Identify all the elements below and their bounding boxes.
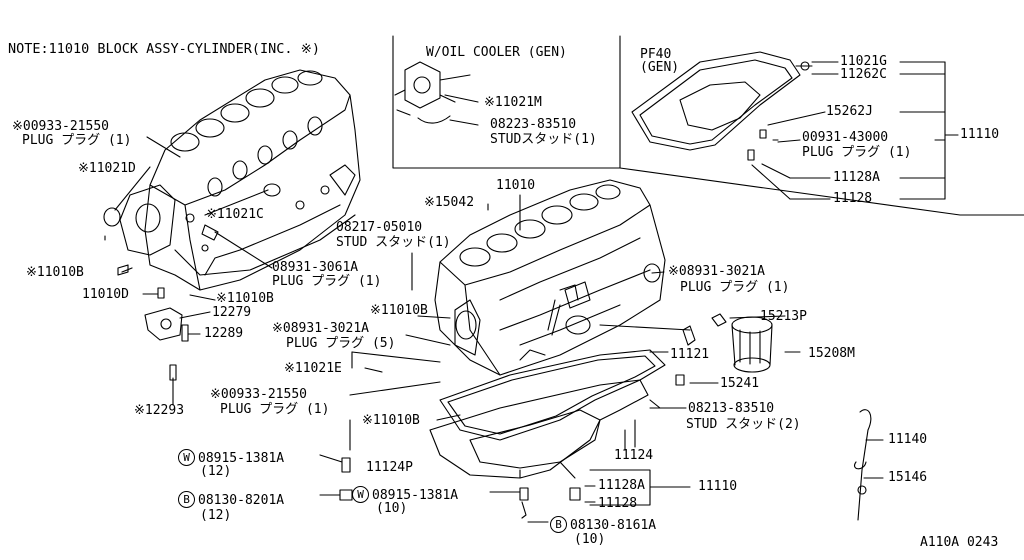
part-label: 08915-1381A bbox=[198, 451, 285, 466]
part-label: 08223-83510 bbox=[490, 117, 577, 132]
part-label: 11124 bbox=[614, 448, 654, 463]
part-desc: STUD スタッド(2) bbox=[686, 417, 801, 432]
oil-cooler-inset-frame bbox=[392, 35, 1024, 216]
part-label: 11110 bbox=[960, 127, 1000, 142]
part-label: ※11021M bbox=[484, 95, 542, 110]
note-text: NOTE:11010 BLOCK ASSY-CYLINDER(INC. ※) bbox=[8, 41, 321, 57]
part-desc: PLUG プラグ (1) bbox=[22, 133, 132, 148]
part-label: ※11021D bbox=[78, 161, 136, 176]
part-qty: (10) bbox=[376, 501, 408, 516]
part-label: 11021G bbox=[840, 54, 887, 69]
part-desc: STUDスタッド(1) bbox=[490, 132, 597, 147]
part-label: 08130-8201A bbox=[198, 493, 285, 508]
part-label: 08130-8161A bbox=[570, 518, 657, 533]
part-label: ※11010B bbox=[362, 413, 420, 428]
pan-variant-gen: (GEN) bbox=[640, 60, 680, 75]
bottom-fasteners bbox=[319, 429, 691, 523]
top-right-leader-lines bbox=[751, 61, 959, 200]
part-desc: PLUG プラグ (1) bbox=[272, 274, 382, 289]
part-label: 08213-83510 bbox=[688, 401, 775, 416]
pan-variant-pf40: PF40 bbox=[640, 47, 672, 62]
part-label: 08217-05010 bbox=[336, 220, 423, 235]
part-label: ※11021E bbox=[284, 361, 342, 376]
part-label: ※00933-21550 bbox=[210, 387, 307, 402]
part-label: 00931-43000 bbox=[802, 130, 889, 145]
part-label: 15213P bbox=[760, 309, 807, 324]
left-small-parts bbox=[117, 224, 219, 381]
part-label: 08931-3061A bbox=[272, 260, 359, 275]
pf40-oil-pan-drawing bbox=[631, 51, 813, 161]
bolt-b-mark: B bbox=[550, 516, 567, 533]
part-desc: PLUG プラグ (1) bbox=[680, 280, 790, 295]
main-oil-pan-drawing bbox=[429, 349, 666, 479]
part-label: 11124P bbox=[366, 460, 413, 475]
part-label: 11262C bbox=[840, 67, 887, 82]
part-desc: PLUG プラグ (1) bbox=[802, 145, 912, 160]
part-desc: STUD スタッド(1) bbox=[336, 235, 451, 250]
part-label: 11128 bbox=[833, 191, 873, 206]
washer-w-mark: W bbox=[178, 449, 195, 466]
washer-w-mark: W bbox=[352, 486, 369, 503]
bolt-b-mark: B bbox=[178, 491, 195, 508]
diagram-code: A110A 0243 bbox=[920, 535, 999, 550]
part-label: 11140 bbox=[888, 432, 928, 447]
part-label: 12279 bbox=[212, 305, 252, 320]
part-label: ※08931-3021A bbox=[668, 264, 765, 279]
part-label: ※12293 bbox=[134, 403, 185, 418]
part-desc: PLUG プラグ (1) bbox=[220, 402, 330, 417]
part-label: ※00933-21550 bbox=[12, 119, 109, 134]
part-label: 11010D bbox=[82, 287, 129, 302]
part-qty: (12) bbox=[200, 464, 232, 479]
part-label: 11121 bbox=[670, 347, 710, 362]
part-qty: (10) bbox=[574, 532, 606, 547]
part-label: 15262J bbox=[826, 104, 873, 119]
part-label: 11128A bbox=[598, 478, 645, 493]
main-cylinder-block-drawing bbox=[434, 179, 666, 376]
left-leader-lines bbox=[104, 136, 273, 406]
part-label: ※11021C bbox=[206, 207, 264, 222]
part-label: 11128 bbox=[598, 496, 638, 511]
part-label: 15208M bbox=[808, 346, 855, 361]
part-label: 11010 bbox=[496, 178, 536, 193]
part-label: 15146 bbox=[888, 470, 928, 485]
part-label: 11128A bbox=[833, 170, 880, 185]
part-label: ※11010B bbox=[370, 303, 428, 318]
part-label: ※15042 bbox=[424, 195, 475, 210]
part-qty: (12) bbox=[200, 508, 232, 523]
oil-cooler-title: W/OIL COOLER (GEN) bbox=[426, 45, 567, 60]
oil-cooler-drawing bbox=[394, 61, 479, 126]
dipstick-drawing bbox=[854, 409, 884, 521]
part-label: 15241 bbox=[720, 376, 760, 391]
main-leader-lines bbox=[349, 194, 801, 451]
part-desc: PLUG プラグ (5) bbox=[286, 336, 396, 351]
part-label: 11110 bbox=[698, 479, 738, 494]
part-label: ※08931-3021A bbox=[272, 321, 369, 336]
left-cylinder-block-drawing bbox=[103, 69, 361, 291]
oil-filter-drawing bbox=[649, 313, 773, 409]
part-label: ※11010B bbox=[216, 291, 274, 306]
part-label: 12289 bbox=[204, 326, 244, 341]
part-label: ※11010B bbox=[26, 265, 84, 280]
part-label: 08915-1381A bbox=[372, 488, 459, 503]
